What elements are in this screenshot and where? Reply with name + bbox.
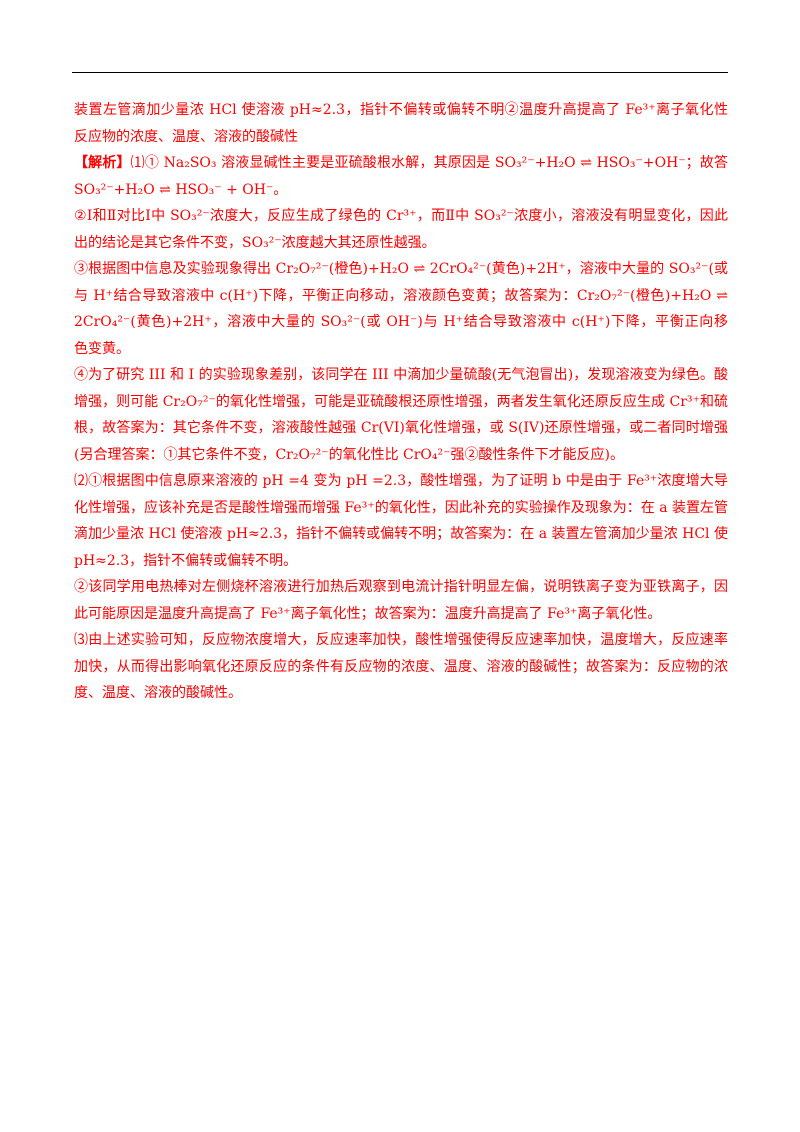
line-text: 加快，从而得出影响氧化还原反应的条件有反应物的浓度、温度、溶液的酸碱性；故答案为… <box>74 658 728 675</box>
text-line: 出的结论是其它条件不变，SO₃²⁻浓度越大其还原性越强。 <box>74 230 728 257</box>
text-line: 度、温度、溶液的酸碱性。 <box>74 680 728 707</box>
analysis-label: 【解析】 <box>74 155 131 171</box>
text-line: ②Ⅰ和Ⅱ对比Ⅰ中 SO₃²⁻浓度大，反应生成了绿色的 Cr³⁺，而Ⅱ中 SO₃²… <box>74 203 728 230</box>
line-text: 装置左管滴加少量浓 HCl 使溶液 pH≈2.3，指针不偏转或偏转不明②温度升高… <box>74 102 728 118</box>
line-text: ②该同学用电热棒对左侧烧杯溶液进行加热后观察到电流计指针明显左偏，说明铁离子变为… <box>74 579 728 595</box>
line-text: 出的结论是其它条件不变，SO₃²⁻浓度越大其还原性越强。 <box>74 234 436 251</box>
line-text: 增强，则可能 Cr₂O₇²⁻的氧化性增强，可能是亚硫酸根还原性增强，两者发生氧化… <box>74 393 728 410</box>
text-line: 根，故答案为：其它条件不变，溶液酸性越强 Cr(VI)氧化性增强，或 S(IV)… <box>74 415 728 442</box>
line-text: 色变黄。 <box>74 340 130 357</box>
text-line: ②该同学用电热棒对左侧烧杯溶液进行加热后观察到电流计指针明显左偏，说明铁离子变为… <box>74 574 728 601</box>
header-rule <box>72 72 728 73</box>
line-text: ④为了研究 III 和 I 的实验现象差别，该同学在 III 中滴加少量硫酸(无… <box>74 367 728 383</box>
text-line: 化性增强，应该补充是否是酸性增强而增强 Fe³⁺的氧化性，因此补充的实验操作及现… <box>74 495 728 522</box>
text-line: 【解析】⑴① Na₂SO₃ 溶液显碱性主要是亚硫酸根水解，其原因是 SO₃²⁻+… <box>74 150 728 177</box>
text-line: (另合理答案：①其它条件不变，Cr₂O₇²⁻的氧化性比 CrO₄²⁻强②酸性条件… <box>74 442 728 469</box>
line-text: 滴加少量浓 HCl 使溶液 pH≈2.3，指针不偏转或偏转不明；故答案为：在 a… <box>74 526 728 542</box>
line-text: (另合理答案：①其它条件不变，Cr₂O₇²⁻的氧化性比 CrO₄²⁻强②酸性条件… <box>74 446 624 463</box>
text-line: 滴加少量浓 HCl 使溶液 pH≈2.3，指针不偏转或偏转不明；故答案为：在 a… <box>74 521 728 548</box>
text-line: 增强，则可能 Cr₂O₇²⁻的氧化性增强，可能是亚硫酸根还原性增强，两者发生氧化… <box>74 389 728 416</box>
text-line: 装置左管滴加少量浓 HCl 使溶液 pH≈2.3，指针不偏转或偏转不明②温度升高… <box>74 97 728 124</box>
line-text: ②Ⅰ和Ⅱ对比Ⅰ中 SO₃²⁻浓度大，反应生成了绿色的 Cr³⁺，而Ⅱ中 SO₃²… <box>74 208 728 224</box>
text-line: 色变黄。 <box>74 336 728 363</box>
line-text: 根，故答案为：其它条件不变，溶液酸性越强 Cr(VI)氧化性增强，或 S(IV)… <box>74 420 728 436</box>
line-text: 反应物的浓度、温度、溶液的酸碱性 <box>74 128 298 145</box>
text-line: SO₃²⁻+H₂O ⇌ HSO₃⁻ + OH⁻。 <box>74 177 728 204</box>
line-text: ⑶由上述实验可知，反应物浓度增大，反应速率加快，酸性增强使得反应速率加快，温度增… <box>74 632 728 648</box>
line-text: ③根据图中信息及实验现象得出 Cr₂O₇²⁻(橙色)+H₂O ⇌ 2CrO₄²⁻… <box>74 261 728 277</box>
answer-body: 装置左管滴加少量浓 HCl 使溶液 pH≈2.3，指针不偏转或偏转不明②温度升高… <box>74 97 728 707</box>
text-line: ④为了研究 III 和 I 的实验现象差别，该同学在 III 中滴加少量硫酸(无… <box>74 362 728 389</box>
line-text: 2CrO₄²⁻(黄色)+2H⁺，溶液中大量的 SO₃²⁻(或 OH⁻)与 H⁺结… <box>74 314 728 330</box>
text-line: 反应物的浓度、温度、溶液的酸碱性 <box>74 124 728 151</box>
text-line: pH≈2.3，指针不偏转或偏转不明。 <box>74 548 728 575</box>
text-line: 此可能原因是温度升高提高了 Fe³⁺离子氧化性；故答案为：温度升高提高了 Fe³… <box>74 601 728 628</box>
line-text: ⑵①根据图中信息原来溶液的 pH =4 变为 pH =2.3，酸性增强，为了证明… <box>74 473 728 489</box>
text-line: 与 H⁺结合导致溶液中 c(H⁺)下降，平衡正向移动，溶液颜色变黄；故答案为：C… <box>74 283 728 310</box>
line-text: 与 H⁺结合导致溶液中 c(H⁺)下降，平衡正向移动，溶液颜色变黄；故答案为：C… <box>74 287 728 304</box>
line-text: 度、温度、溶液的酸碱性。 <box>74 685 242 701</box>
text-line: 2CrO₄²⁻(黄色)+2H⁺，溶液中大量的 SO₃²⁻(或 OH⁻)与 H⁺结… <box>74 309 728 336</box>
line-text: SO₃²⁻+H₂O ⇌ HSO₃⁻ + OH⁻。 <box>74 181 288 198</box>
line-text: pH≈2.3，指针不偏转或偏转不明。 <box>74 552 298 569</box>
line-text: 此可能原因是温度升高提高了 Fe³⁺离子氧化性；故答案为：温度升高提高了 Fe³… <box>74 605 662 622</box>
text-line: ⑶由上述实验可知，反应物浓度增大，反应速率加快，酸性增强使得反应速率加快，温度增… <box>74 627 728 654</box>
text-line: ⑵①根据图中信息原来溶液的 pH =4 变为 pH =2.3，酸性增强，为了证明… <box>74 468 728 495</box>
text-line: 加快，从而得出影响氧化还原反应的条件有反应物的浓度、温度、溶液的酸碱性；故答案为… <box>74 654 728 681</box>
text-line: ③根据图中信息及实验现象得出 Cr₂O₇²⁻(橙色)+H₂O ⇌ 2CrO₄²⁻… <box>74 256 728 283</box>
line-text: ⑴① Na₂SO₃ 溶液显碱性主要是亚硫酸根水解，其原因是 SO₃²⁻+H₂O … <box>130 155 728 171</box>
line-text: 化性增强，应该补充是否是酸性增强而增强 Fe³⁺的氧化性，因此补充的实验操作及现… <box>74 499 728 516</box>
